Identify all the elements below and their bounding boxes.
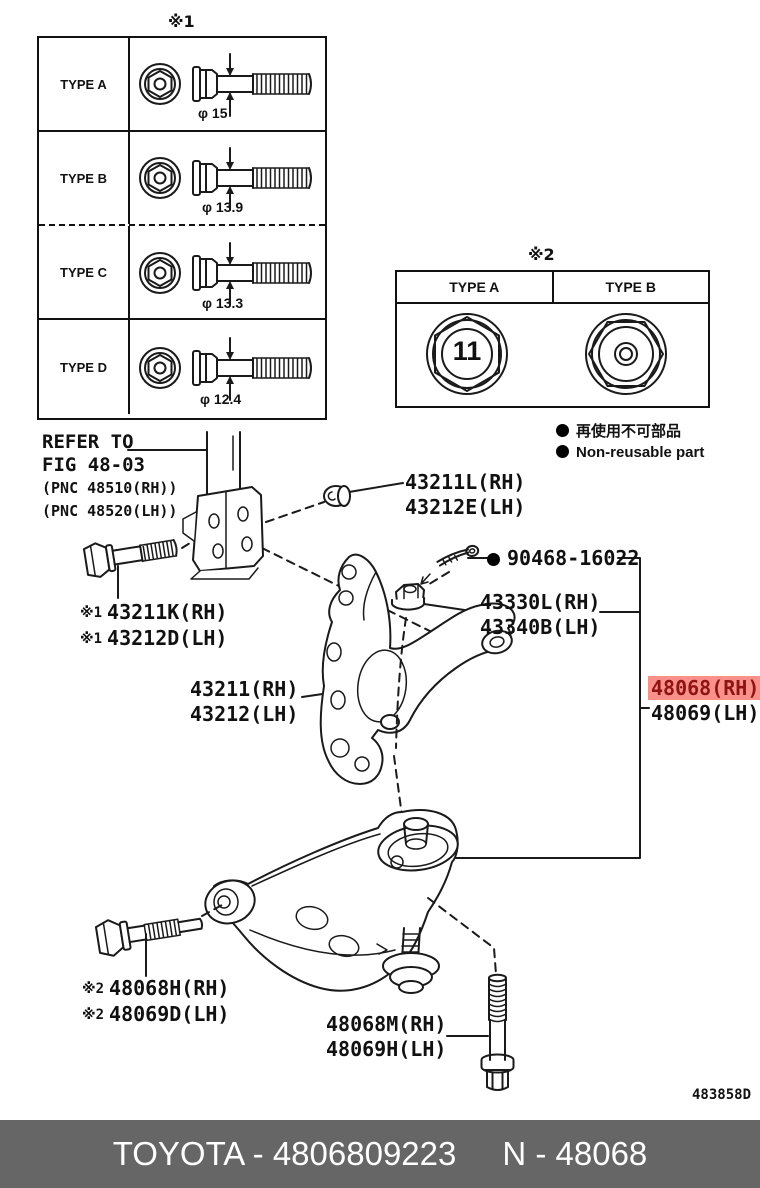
footer-bar: TOYOTA - 4806809223 N - 48068 — [0, 1120, 760, 1188]
part-number-lh: 43212(LH) — [190, 702, 299, 726]
part-number-lh: 48069(LH) — [651, 701, 760, 725]
lower-arm-callout: 48068(RH) 48069(LH) — [648, 676, 760, 726]
part-number-rh: 43211(RH) — [190, 677, 299, 701]
ref-mark: ※2 — [82, 981, 105, 997]
bolt-type-label: TYPE D — [39, 320, 130, 414]
part-number-lh: 48069D(LH) — [109, 1002, 230, 1026]
refer-pnc-rh: (PNC 48510(RH)) — [42, 479, 178, 497]
knuckle-callout: 43211(RH) 43212(LH) — [190, 677, 298, 727]
part-number-lh: 43212E(LH) — [405, 495, 526, 519]
arm-dashed-lines — [202, 898, 496, 974]
bolt-type-label: TYPE B — [39, 132, 130, 224]
diagram-code: 483858D — [692, 1087, 752, 1103]
ref-mark: ※2 — [82, 1007, 105, 1023]
shock-absorber-drawing — [183, 432, 263, 579]
table-row: TYPE D — [39, 320, 325, 414]
non-reusable-dot-icon — [556, 445, 569, 458]
legend-english: Non-reusable part — [576, 444, 705, 461]
strut-nut-callout: 43211L(RH) 43212E(LH) — [405, 470, 525, 520]
lower-arm-drawing — [200, 810, 461, 993]
legend-japanese: 再使用不可部品 — [576, 423, 682, 440]
arm-front-bolt-drawing — [95, 906, 205, 958]
bolt-diameter-label: φ 13.3 — [202, 295, 244, 311]
part-number-rh: 48068H(RH) — [109, 976, 230, 1000]
arm-rear-bolt-drawing — [482, 975, 514, 1090]
part-number-rh: 48068M(RH) — [326, 1012, 447, 1036]
nut-table-ref-mark: ※2 — [528, 245, 555, 264]
bolt-type-label: TYPE C — [39, 226, 130, 318]
bolt-type-table: TYPE A TYPE B TYPE C TYPE D — [37, 36, 327, 420]
footer-brand-part: TOYOTA - 4806809223 — [112, 1135, 457, 1172]
non-reusable-dot-icon — [487, 553, 500, 566]
nut-type-label: TYPE B — [605, 279, 657, 295]
ref-mark: ※1 — [80, 631, 103, 647]
nut-type-table: TYPE A TYPE B — [395, 270, 710, 408]
footer-catalog-ref: N - 48068 — [502, 1135, 648, 1172]
strut-nut-drawing — [324, 486, 350, 506]
nut-type-label: TYPE A — [397, 272, 554, 302]
bolt-diameter-label: φ 13.9 — [202, 199, 244, 215]
part-number-lh: 43212D(LH) — [107, 626, 228, 650]
part-number-lh: 43340B(LH) — [480, 615, 601, 639]
bolt-type-label: TYPE A — [39, 38, 130, 130]
refer-line1: REFER TO — [42, 431, 134, 453]
cotter-pin-drawing — [436, 545, 480, 566]
part-number: 90468-16022 — [507, 546, 640, 570]
knuckle-nut-callout: 43330L(RH) 43340B(LH) — [480, 590, 600, 640]
table-row: TYPE C — [39, 226, 325, 320]
ref-mark: ※1 — [80, 605, 103, 621]
part-number-lh: 48069H(LH) — [326, 1037, 447, 1061]
table-row: TYPE B — [39, 132, 325, 226]
cotter-pin-callout: 90468-16022 — [487, 546, 639, 571]
highlighted-part-number-rh: 48068(RH) — [648, 676, 760, 700]
table-row: TYPE A — [39, 38, 325, 132]
arm-rear-bolt-callout: 48068M(RH) 48069H(LH) — [326, 1012, 446, 1062]
part-number-rh: 43330L(RH) — [480, 590, 601, 614]
part-number-rh: 43211K(RH) — [107, 600, 228, 624]
leader-lines — [118, 450, 649, 1036]
refer-to-callout: REFER TO FIG 48-03 (PNC 48510(RH)) (PNC … — [42, 431, 177, 523]
part-number-rh: 43211L(RH) — [405, 470, 526, 494]
bolt-diameter-label: φ 12.4 — [200, 391, 242, 407]
bolt-diameter-label: φ 15 — [198, 105, 228, 121]
bolt-table-ref-mark: ※1 — [168, 12, 195, 31]
non-reusable-dot-icon — [556, 424, 569, 437]
ball-joint-dashed-lines — [394, 618, 406, 816]
nut-marking-label: 11 — [452, 336, 482, 366]
refer-pnc-lh: (PNC 48520(LH)) — [42, 502, 178, 520]
knuckle-nut-drawing — [392, 574, 430, 610]
strut-bolt-drawing — [83, 531, 179, 579]
refer-line2: FIG 48-03 — [42, 454, 145, 476]
non-reusable-legend: 再使用不可部品 Non-reusable part — [556, 421, 704, 463]
